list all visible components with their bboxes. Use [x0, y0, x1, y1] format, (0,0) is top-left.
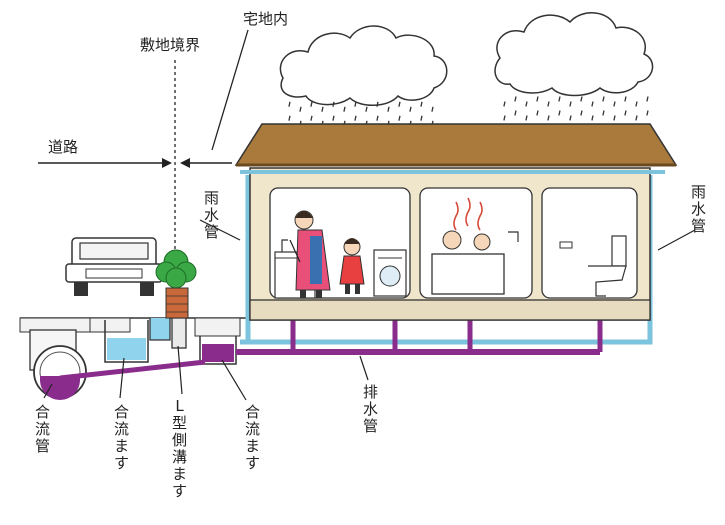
rain-streak	[331, 115, 335, 125]
rain-streak	[535, 96, 539, 106]
rain-streak	[568, 115, 572, 125]
bathtub	[431, 197, 519, 295]
rain-streak	[502, 101, 506, 111]
rain-streak	[524, 101, 528, 111]
combined-box-1	[104, 318, 171, 363]
rain-streak	[353, 101, 357, 111]
rain-streak	[309, 115, 313, 125]
label-rain-pipe-right: 雨水管	[690, 183, 706, 235]
washing-machine	[373, 249, 407, 297]
label-site-inside: 宅地内	[243, 10, 289, 28]
rain-streak	[590, 101, 594, 111]
rain-streak	[623, 96, 627, 106]
rain-streak	[298, 106, 302, 116]
mother-figure	[294, 210, 331, 298]
rain-streak	[612, 115, 616, 125]
rain-streak	[645, 96, 649, 106]
site-inside-arrow	[180, 158, 232, 168]
rain-cloud-left	[279, 25, 448, 106]
rain-streak	[579, 110, 583, 120]
roof	[234, 123, 678, 166]
label-drain-pipe: 排水管	[362, 383, 378, 435]
rain-streak	[612, 101, 616, 111]
rain-streak	[634, 101, 638, 111]
rain-streak	[645, 110, 649, 120]
rain-streak	[579, 96, 583, 106]
road-arrow	[38, 158, 172, 168]
rain-streak	[502, 115, 506, 125]
rain-streak	[397, 101, 401, 111]
rain-streak	[513, 96, 517, 106]
rain-streak	[342, 106, 346, 116]
child-figure	[339, 238, 365, 294]
rain-streak	[623, 110, 627, 120]
toilet	[559, 235, 627, 297]
rain-streak	[557, 110, 561, 120]
rain-streak	[353, 115, 357, 125]
rain-streak	[601, 110, 605, 120]
l-gutter-box	[171, 317, 187, 349]
rain-streak	[320, 106, 324, 116]
ground	[19, 317, 250, 337]
rain-streak	[513, 110, 517, 120]
label-combined-box-2: 合流ます	[244, 403, 260, 472]
rain-streak	[546, 101, 550, 111]
rain-streak	[331, 101, 335, 111]
rain-streak	[524, 115, 528, 125]
rain-cloud-right	[494, 12, 654, 97]
rain-streak	[375, 115, 379, 125]
rain-streak	[408, 106, 412, 116]
rain-streak	[430, 106, 434, 116]
combined-box-2	[199, 336, 237, 365]
label-leaders	[43, 219, 696, 401]
label-combined-box-1: 合流ます	[113, 403, 129, 472]
site-inside-leader	[211, 29, 249, 151]
rain-streak	[557, 96, 561, 106]
tree	[155, 249, 197, 319]
rain-streak	[397, 115, 401, 125]
label-combined-pipe: 合流管	[34, 403, 50, 455]
rain-streak	[364, 106, 368, 116]
label-l-gutter-box: L型側溝ます	[171, 397, 187, 500]
rain-streak	[419, 115, 423, 125]
rain-streak	[590, 115, 594, 125]
rain-streak	[601, 96, 605, 106]
drain-pipe-connector	[59, 359, 206, 381]
rain-streak	[546, 115, 550, 125]
rain-streak	[287, 115, 291, 125]
rain-streak	[386, 106, 390, 116]
label-site-boundary: 敷地境界	[140, 36, 201, 54]
rain-streak	[419, 101, 423, 111]
label-rain-pipe-left: 雨水管	[203, 189, 219, 241]
rain-streak	[375, 101, 379, 111]
label-road: 道路	[48, 138, 79, 156]
rain-streak	[634, 115, 638, 125]
rain-streak	[568, 101, 572, 111]
rain-streak	[287, 101, 291, 111]
rain-streak	[309, 101, 313, 111]
rain-streak	[535, 110, 539, 120]
car	[65, 237, 163, 296]
combined-sewer-pipe	[29, 329, 87, 400]
